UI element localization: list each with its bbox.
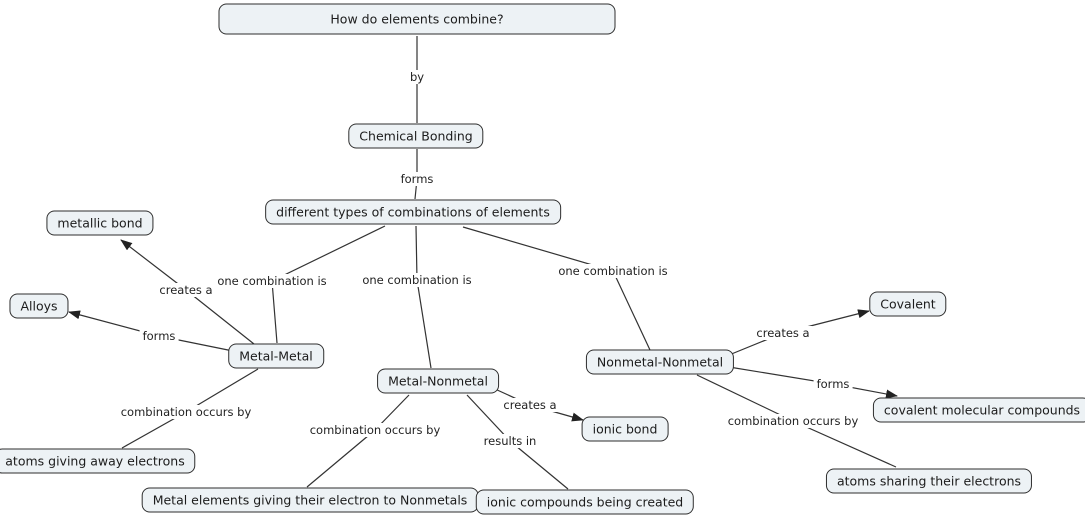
- edge-line-one-combination-right: [462, 226, 651, 351]
- edge-label-one-combination-left[interactable]: one combination is: [214, 274, 330, 288]
- concept-node-alloys[interactable]: Alloys: [9, 293, 69, 319]
- edge-label-creates-a-metal-metal[interactable]: creates a: [156, 283, 216, 297]
- concept-node-metallic-bond[interactable]: metallic bond: [46, 210, 154, 236]
- edge-label-forms-covalent-compounds[interactable]: forms: [813, 377, 853, 391]
- concept-node-ionic-compounds[interactable]: ionic compounds being created: [475, 489, 695, 515]
- edge-label-forms-alloys[interactable]: forms: [139, 329, 179, 343]
- edge-label-by[interactable]: by: [406, 70, 428, 84]
- edge-label-occurs-metal-metal[interactable]: combination occurs by: [117, 405, 255, 419]
- concept-node-different-types[interactable]: different types of combinations of eleme…: [265, 199, 561, 225]
- concept-node-how-combine[interactable]: How do elements combine?: [218, 3, 616, 35]
- edge-label-results-in[interactable]: results in: [480, 434, 540, 448]
- edge-label-one-combination-center[interactable]: one combination is: [359, 273, 475, 287]
- edge-label-creates-a-metal-nonmetal[interactable]: creates a: [500, 398, 560, 412]
- concept-node-covalent-molecular[interactable]: covalent molecular compounds: [872, 397, 1085, 423]
- edge-label-occurs-metal-nonmetal[interactable]: combination occurs by: [306, 423, 444, 437]
- edge-label-creates-a-nonmetal[interactable]: creates a: [753, 326, 813, 340]
- concept-node-metal-elements[interactable]: Metal elements giving their electron to …: [141, 487, 479, 513]
- concept-node-ionic-bond[interactable]: ionic bond: [581, 416, 669, 442]
- edge-label-forms-root[interactable]: forms: [397, 172, 437, 186]
- concept-node-atoms-giving[interactable]: atoms giving away electrons: [0, 448, 196, 474]
- concept-node-metal-nonmetal[interactable]: Metal-Nonmetal: [377, 368, 499, 394]
- edge-line-occurs-metal-nonmetal: [306, 394, 410, 488]
- concept-node-covalent[interactable]: Covalent: [869, 291, 947, 317]
- concept-node-atoms-sharing[interactable]: atoms sharing their electrons: [825, 468, 1033, 494]
- concept-node-metal-metal[interactable]: Metal-Metal: [228, 343, 324, 369]
- edge-label-occurs-nonmetal[interactable]: combination occurs by: [724, 414, 862, 428]
- concept-node-nonmetal-nonmetal[interactable]: Nonmetal-Nonmetal: [585, 349, 735, 375]
- edge-line-one-combination-center: [415, 225, 432, 369]
- concept-node-chemical-bonding[interactable]: Chemical Bonding: [348, 123, 484, 149]
- edge-label-one-combination-right[interactable]: one combination is: [555, 264, 671, 278]
